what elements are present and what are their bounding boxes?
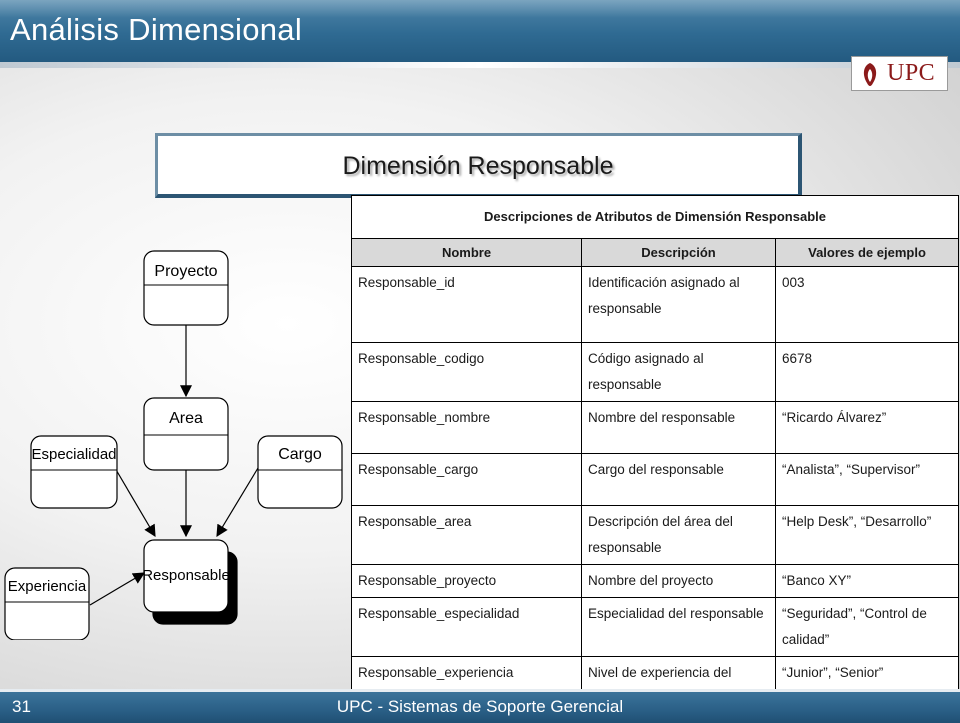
cell-nombre: Responsable_proyecto — [351, 564, 582, 598]
title-bar: Análisis Dimensional — [0, 0, 960, 62]
connector-especialidad-responsable — [114, 467, 156, 538]
cell-nombre: Responsable_especialidad — [351, 597, 582, 657]
table-row: Responsable_cargo Cargo del responsable … — [351, 453, 960, 506]
cell-nombre: Responsable_area — [351, 505, 582, 565]
column-header-nombre: Nombre — [351, 238, 582, 267]
cell-valores: 003 — [774, 266, 960, 343]
cell-descripcion: Identificación asignado al responsable — [581, 266, 776, 343]
connector-experiencia-responsable — [89, 572, 146, 606]
entity-label-responsable: Responsable — [142, 567, 230, 584]
attributes-table: Descripciones de Atributos de Dimensión … — [350, 195, 960, 716]
section-title: Dimensión Responsable — [342, 152, 614, 180]
entity-label-area: Area — [169, 410, 203, 427]
logo-text: UPC — [887, 60, 936, 86]
table-caption: Descripciones de Atributos de Dimensión … — [350, 195, 960, 239]
page-number: 31 — [12, 697, 31, 716]
entity-label-experiencia: Experiencia — [8, 578, 87, 595]
cell-descripcion: Cargo del responsable — [581, 453, 776, 506]
cell-valores: “Help Desk”, “Desarrollo” — [774, 505, 960, 565]
entity-responsable: Responsable — [142, 539, 238, 625]
cell-descripcion: Nombre del responsable — [581, 401, 776, 454]
entity-experiencia: Experiencia — [4, 567, 90, 640]
table-row: Responsable_nombre Nombre del responsabl… — [351, 401, 960, 454]
cell-valores: “Ricardo Álvarez” — [774, 401, 960, 454]
cell-valores: “Banco XY” — [774, 564, 960, 598]
table-caption-row: Descripciones de Atributos de Dimensión … — [350, 195, 960, 239]
table-row: Responsable_id Identificación asignado a… — [351, 266, 960, 343]
title-shine — [0, 0, 960, 18]
entity-label-cargo: Cargo — [278, 446, 322, 463]
column-header-descripcion: Descripción — [581, 238, 776, 267]
cell-descripcion: Código asignado al responsable — [581, 342, 776, 402]
title-rule — [0, 62, 960, 68]
footer-text: UPC - Sistemas de Soporte Gerencial — [336, 697, 624, 716]
table-row: Responsable_especialidad Especialidad de… — [351, 597, 960, 657]
cell-nombre: Responsable_id — [351, 266, 582, 343]
cell-valores: “Seguridad”, “Control de calidad” — [774, 597, 960, 657]
cell-valores: “Analista”, “Supervisor” — [774, 453, 960, 506]
cell-nombre: Responsable_cargo — [351, 453, 582, 506]
slide-title: Análisis Dimensional — [10, 12, 303, 47]
entity-area: Area — [143, 397, 229, 471]
entity-label-especialidad: Especialidad — [31, 446, 116, 463]
connector-cargo-responsable — [216, 467, 259, 538]
column-header-valores: Valores de ejemplo — [774, 238, 960, 267]
entity-label-proyecto: Proyecto — [154, 263, 217, 280]
cell-descripcion: Nombre del proyecto — [581, 564, 776, 598]
cell-nombre: Responsable_codigo — [351, 342, 582, 402]
upc-emblem-icon — [863, 62, 877, 86]
table-row: Responsable_proyecto Nombre del proyecto… — [351, 564, 960, 598]
table-header-row: Nombre Descripción Valores de ejemplo — [351, 238, 960, 267]
table-row: Responsable_area Descripción del área de… — [351, 505, 960, 565]
footer-bar: 31 UPC - Sistemas de Soporte Gerencial — [0, 689, 960, 723]
section-banner: Dimensión Responsable — [155, 133, 802, 198]
cell-descripcion: Especialidad del responsable — [581, 597, 776, 657]
cell-descripcion: Descripción del área del responsable — [581, 505, 776, 565]
cell-nombre: Responsable_nombre — [351, 401, 582, 454]
upc-logo: UPC — [851, 56, 948, 91]
entity-especialidad: Especialidad — [30, 435, 118, 509]
table-row: Responsable_codigo Código asignado al re… — [351, 342, 960, 402]
dimension-diagram: Proyecto Area Especialidad Cargo Respons… — [4, 250, 343, 640]
cell-valores: 6678 — [774, 342, 960, 402]
entity-cargo: Cargo — [257, 435, 343, 509]
entity-proyecto: Proyecto — [143, 250, 229, 326]
